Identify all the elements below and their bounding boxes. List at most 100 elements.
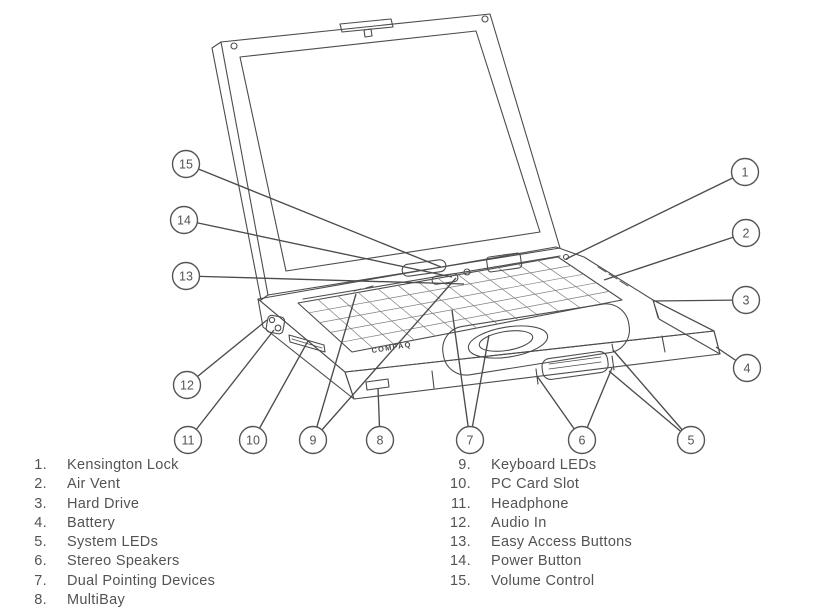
speaker-right-slot bbox=[611, 355, 615, 371]
keyboard-key-line bbox=[330, 282, 597, 333]
callout-leader-line bbox=[612, 349, 692, 441]
laptop-art: COMPAQ bbox=[211, 13, 721, 400]
legend-item-label: Kensington Lock bbox=[67, 457, 179, 473]
legend-item-label: Easy Access Buttons bbox=[491, 534, 633, 551]
callout-leader-line bbox=[252, 340, 309, 441]
keyboard-key-line bbox=[517, 263, 581, 309]
legend-item-number: 2. bbox=[34, 476, 47, 493]
callout-14: 14 bbox=[169, 205, 453, 278]
callout-number: 1 bbox=[742, 166, 749, 180]
legend-item-number: 15. bbox=[449, 572, 471, 589]
callout-5: 5 bbox=[608, 349, 706, 455]
audio-jack-housing bbox=[265, 314, 286, 335]
callout-number: 15 bbox=[179, 158, 193, 172]
right-corner-face bbox=[652, 299, 721, 355]
callout-leader-line bbox=[653, 299, 747, 302]
legend-item: 6. Stereo Speakers bbox=[16, 552, 215, 571]
keyboard-key-line bbox=[437, 277, 498, 325]
callout-7: 7 bbox=[451, 309, 490, 455]
callout-number: 6 bbox=[579, 434, 586, 448]
callout-number: 7 bbox=[467, 434, 474, 448]
callout-circle bbox=[169, 205, 199, 235]
callout-4: 4 bbox=[715, 346, 762, 383]
callout-number: 14 bbox=[177, 214, 191, 228]
callout-6: 6 bbox=[536, 367, 613, 455]
legend-item: 13. Easy Access Buttons bbox=[440, 533, 632, 552]
legend-item-number: 7. bbox=[34, 572, 47, 589]
callout-12: 12 bbox=[172, 319, 268, 400]
keyboard-key-line bbox=[317, 299, 374, 349]
callout-leader-line bbox=[183, 219, 453, 278]
speaker-grille bbox=[541, 350, 609, 381]
keyboard-key-line bbox=[340, 291, 610, 343]
legend-item: 15.Volume Control bbox=[440, 572, 632, 591]
right-edge-details bbox=[562, 253, 659, 319]
legend-item: 2. Air Vent bbox=[16, 475, 215, 494]
audio-in-jack bbox=[268, 316, 276, 324]
callout-circle bbox=[732, 353, 762, 383]
legend-item-number: 4. bbox=[34, 514, 47, 531]
callout-number: 8 bbox=[377, 434, 384, 448]
legend-item-number: 9. bbox=[458, 457, 471, 473]
callout-number: 3 bbox=[743, 294, 750, 308]
palm-rest bbox=[442, 303, 630, 376]
legend-item: 7.Dual Pointing Devices bbox=[16, 572, 215, 591]
callout-10: 10 bbox=[238, 340, 309, 455]
power-button bbox=[486, 252, 523, 273]
callout-number: 13 bbox=[179, 270, 193, 284]
hinge-strip-line bbox=[302, 255, 561, 300]
callout-circle bbox=[173, 425, 203, 455]
legend-item-label: MultiBay bbox=[67, 592, 125, 609]
keyboard-key-line bbox=[477, 270, 540, 317]
legend-item: 4. Battery bbox=[16, 514, 215, 533]
legend-item-label: Air Vent bbox=[67, 476, 121, 493]
legend-item-number: 3. bbox=[34, 495, 47, 512]
legend-item-number: 5. bbox=[34, 534, 47, 551]
callout-circle bbox=[172, 370, 202, 400]
keyboard-key-line bbox=[308, 265, 572, 314]
callout-circle bbox=[171, 261, 201, 291]
callout-leader-line bbox=[185, 275, 465, 285]
callout-circle bbox=[731, 218, 761, 248]
legend-item: 8.MultiBay bbox=[16, 591, 215, 610]
legend-item-number: 6. bbox=[34, 553, 47, 570]
legend-item-label: Headphone bbox=[491, 495, 569, 512]
legend-item: 12.Audio In bbox=[440, 514, 632, 533]
callout-circle bbox=[298, 425, 328, 455]
callout-leader-line bbox=[187, 329, 275, 441]
keyboard-key-line bbox=[417, 281, 477, 329]
callout-leader-line bbox=[312, 277, 457, 441]
legend-item-label: Hard Drive bbox=[67, 495, 140, 512]
callout-circle bbox=[567, 425, 597, 455]
legend-item: 10.PC Card Slot bbox=[440, 475, 632, 494]
callout-circle bbox=[171, 149, 201, 179]
callout-circle bbox=[676, 425, 706, 455]
callout-number: 12 bbox=[180, 379, 194, 393]
kensington-lock-hole bbox=[562, 253, 570, 261]
callout-number: 2 bbox=[743, 227, 750, 241]
legend-item-number: 13. bbox=[449, 534, 471, 551]
legend-item-number: 12. bbox=[449, 514, 471, 531]
callout-leader-line bbox=[565, 171, 746, 260]
legend-item-label: System LEDs bbox=[67, 534, 159, 551]
callout-circle bbox=[238, 425, 268, 455]
multibay-seam bbox=[431, 370, 435, 389]
keyboard-leds bbox=[353, 285, 374, 292]
multibay-latch bbox=[365, 378, 390, 391]
callout-circle bbox=[730, 157, 760, 187]
pc-card-slot bbox=[288, 334, 326, 353]
callout-leader-line bbox=[186, 319, 268, 386]
callout-number: 10 bbox=[246, 434, 260, 448]
callout-leader-line bbox=[469, 334, 490, 441]
legend-item-number: 11. bbox=[451, 495, 471, 512]
legend-item: 5. System LEDs bbox=[16, 533, 215, 552]
legend-item-label: Stereo Speakers bbox=[67, 553, 180, 570]
keyboard bbox=[297, 256, 623, 353]
legend-item-label: Battery bbox=[67, 514, 116, 531]
callout-11: 11 bbox=[173, 329, 275, 455]
